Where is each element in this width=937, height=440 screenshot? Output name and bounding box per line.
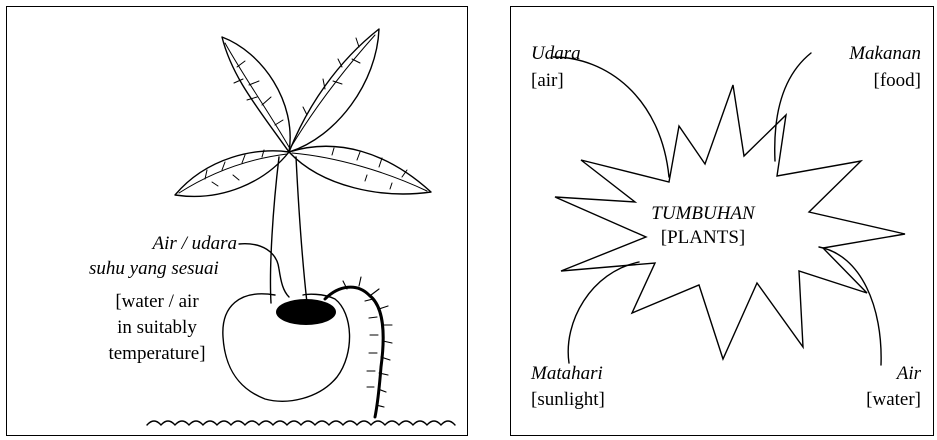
label-food: [food] bbox=[761, 70, 921, 92]
connector-matahari bbox=[568, 262, 639, 363]
label-matahari: Matahari bbox=[531, 363, 603, 385]
plant-stem bbox=[270, 157, 279, 303]
center-label-tumbuhan: TUMBUHAN bbox=[623, 203, 783, 225]
connector-udara bbox=[553, 57, 669, 177]
label-makanan: Makanan bbox=[761, 43, 921, 65]
leaf-left bbox=[175, 151, 289, 197]
label-air-water-malay: Air bbox=[761, 363, 921, 385]
root bbox=[325, 287, 383, 417]
seed-opening bbox=[276, 299, 336, 325]
label-udara: Udara bbox=[531, 43, 581, 65]
label-english-line-3: temperature] bbox=[89, 343, 225, 365]
plant-needs-panel: Udara [air] Makanan [food] TUMBUHAN [PLA… bbox=[510, 6, 934, 436]
label-air-english: [air] bbox=[531, 70, 564, 92]
water-waves bbox=[147, 421, 455, 425]
label-sunlight: [sunlight] bbox=[531, 389, 605, 411]
label-english-line-2: in suitably bbox=[89, 317, 225, 339]
label-suhu-yang-sesuai: suhu yang sesuai bbox=[89, 258, 269, 280]
label-english-line-1: [water / air bbox=[89, 291, 225, 313]
leaf-top-right bbox=[289, 29, 379, 152]
center-label-plants: [PLANTS] bbox=[623, 227, 783, 249]
label-air-udara: Air / udara bbox=[89, 233, 237, 255]
seedling-illustration bbox=[7, 7, 469, 437]
label-water: [water] bbox=[761, 389, 921, 411]
connector-air bbox=[819, 247, 881, 365]
seedling-diagram-panel: Air / udara suhu yang sesuai [water / ai… bbox=[6, 6, 468, 436]
leaf-right bbox=[289, 146, 431, 194]
